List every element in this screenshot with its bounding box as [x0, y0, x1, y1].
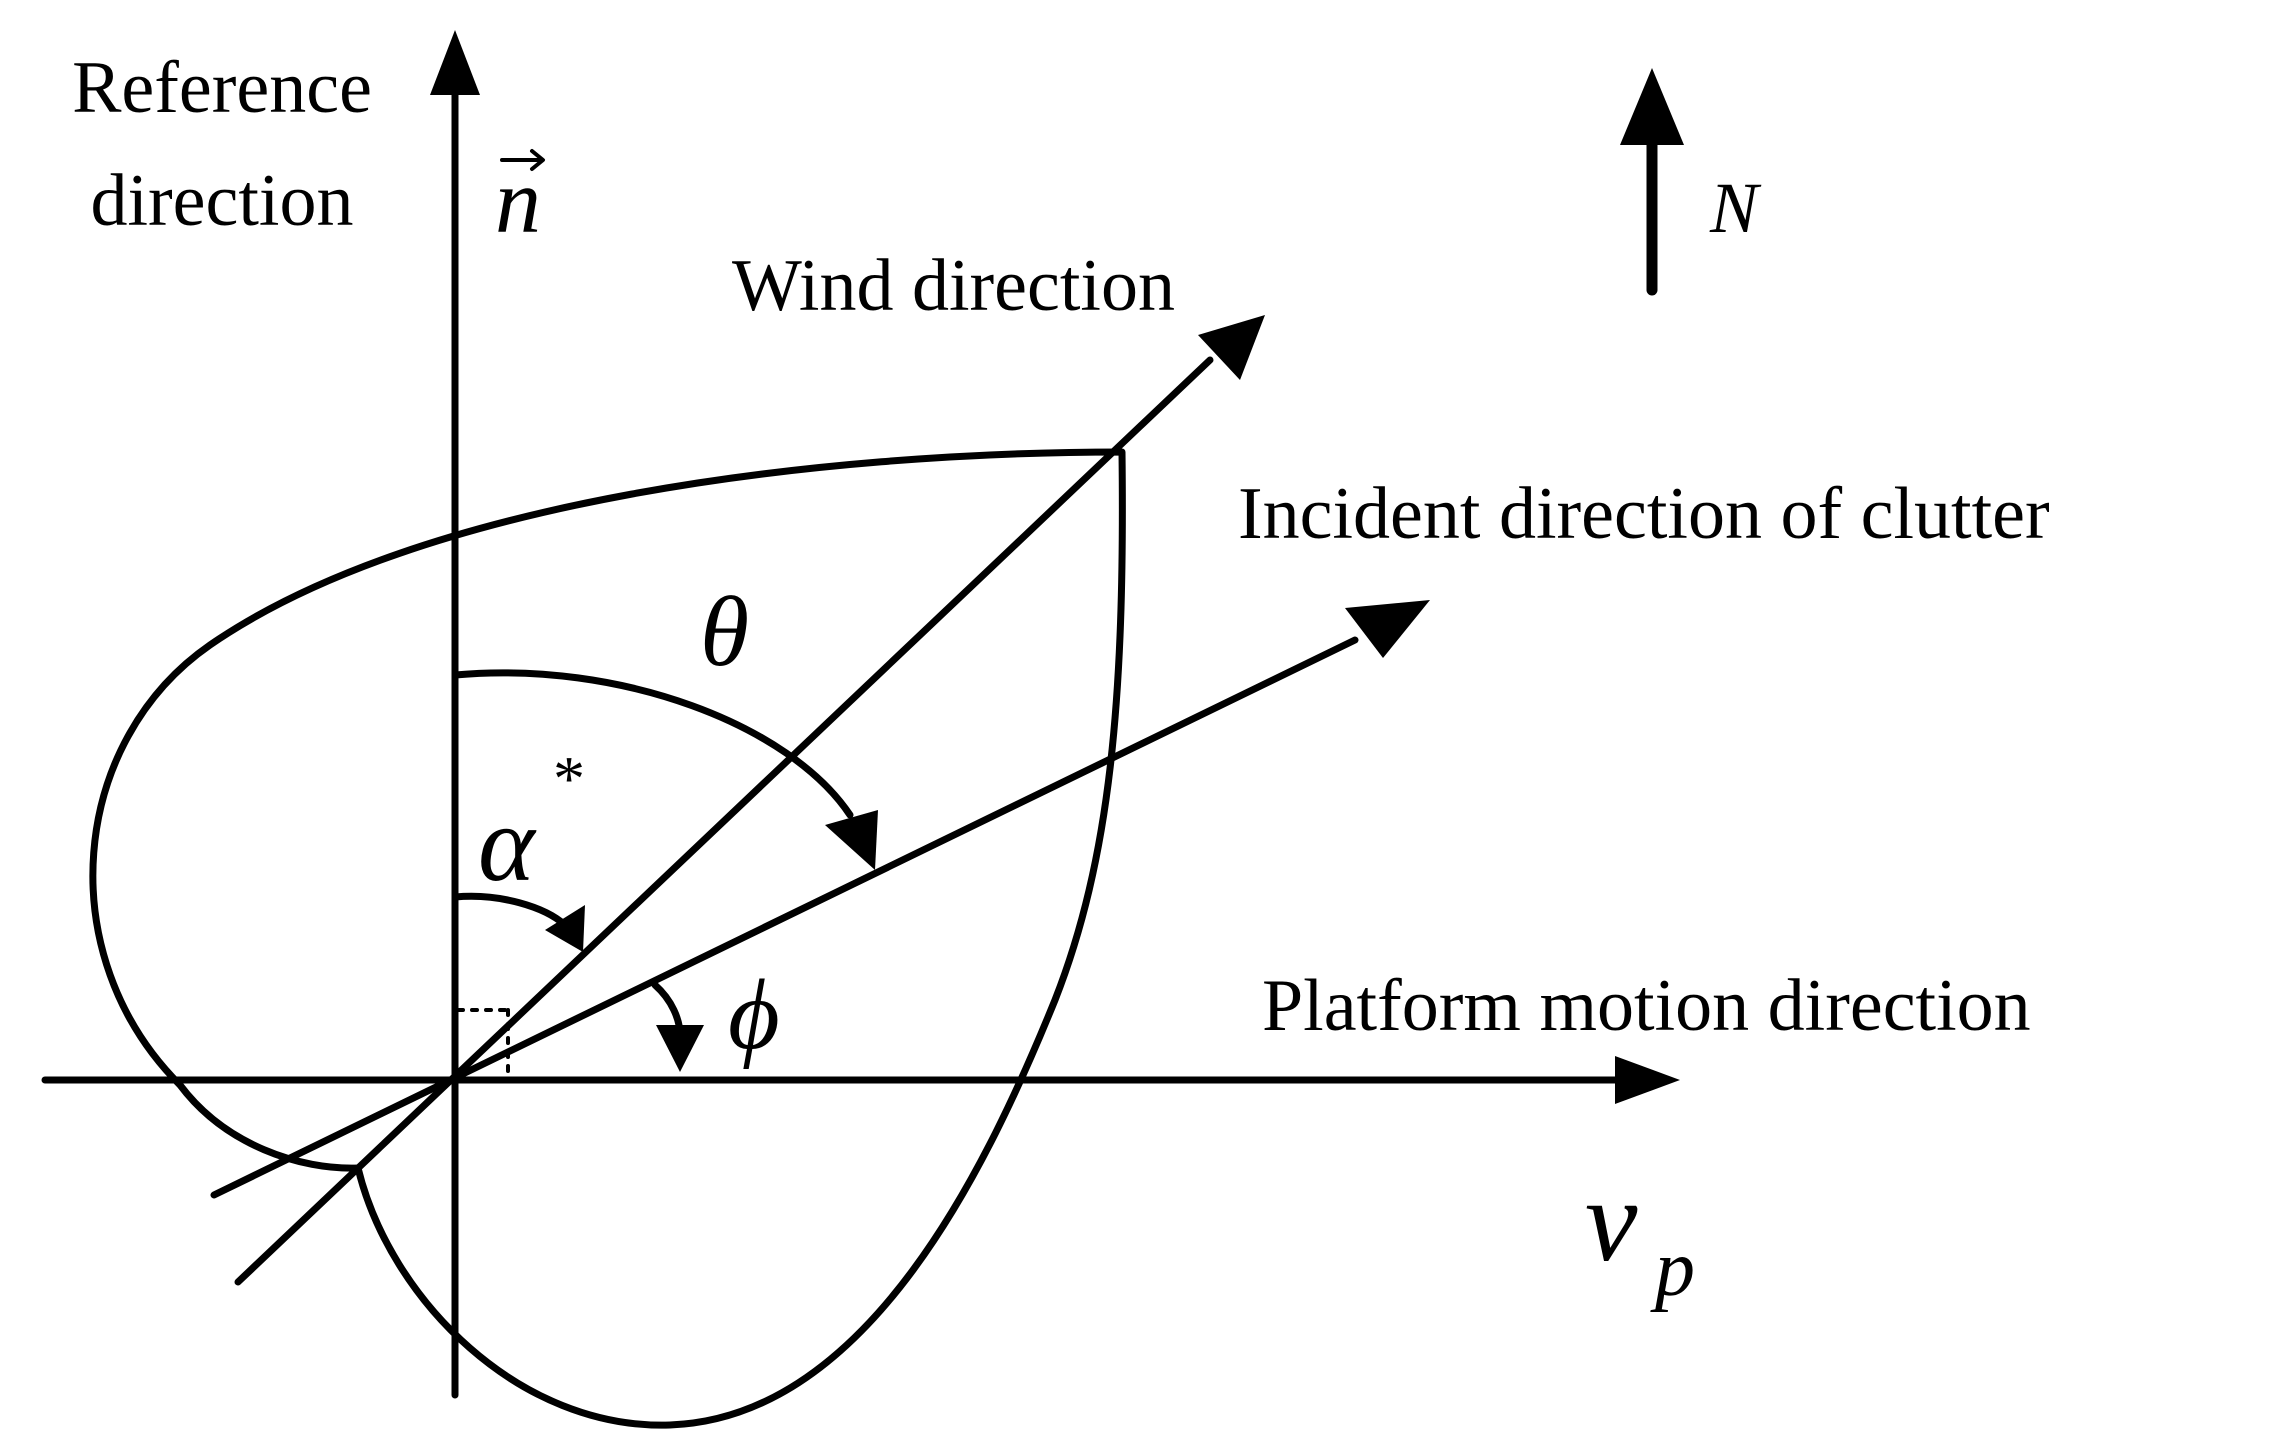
- reference-direction-label-line2: direction: [90, 160, 353, 242]
- wind-direction-arrow: [234, 315, 1265, 1286]
- incident-direction-arrow: [210, 600, 1430, 1199]
- alpha-symbol: α: [478, 785, 537, 904]
- alpha-angle-arc: [451, 892, 585, 952]
- incident-direction-arrowhead: [1345, 600, 1430, 658]
- platform-motion-label: Platform motion direction: [1262, 965, 2031, 1047]
- normal-vector-label: n: [495, 149, 545, 252]
- alpha-arc-arrowhead: [545, 905, 585, 952]
- theta-angle-arc: [451, 669, 878, 870]
- wind-direction-arrowhead: [1198, 315, 1265, 380]
- vector-arrow-mark: [500, 149, 545, 171]
- alpha-star-label: α *: [478, 743, 582, 904]
- platform-axis-arrowhead: [1615, 1056, 1680, 1104]
- reference-direction-label-line1: Reference: [72, 47, 372, 129]
- phi-angle-arc: [651, 981, 704, 1072]
- reference-axis: [430, 30, 480, 1399]
- theta-arc-arrowhead: [825, 810, 878, 870]
- platform-velocity-label: v p: [1585, 1155, 1695, 1313]
- phi-arc-arrowhead: [656, 1025, 704, 1072]
- wind-direction-label: Wind direction: [732, 245, 1175, 327]
- north-arrow: [1620, 68, 1684, 296]
- origin-dotted-marks: [456, 1008, 510, 1078]
- clutter-pattern-lobe: [89, 448, 1126, 1429]
- theta-symbol: θ: [700, 576, 749, 687]
- velocity-symbol: v: [1585, 1155, 1638, 1286]
- platform-axis: [41, 1056, 1680, 1104]
- north-label: N: [1709, 168, 1762, 248]
- alpha-superscript: *: [550, 743, 582, 814]
- incident-direction-label: Incident direction of clutter: [1238, 473, 2050, 555]
- phi-symbol: ϕ: [728, 959, 780, 1070]
- north-arrowhead: [1620, 68, 1684, 145]
- reference-axis-arrowhead: [430, 30, 480, 95]
- velocity-subscript: p: [1650, 1225, 1695, 1313]
